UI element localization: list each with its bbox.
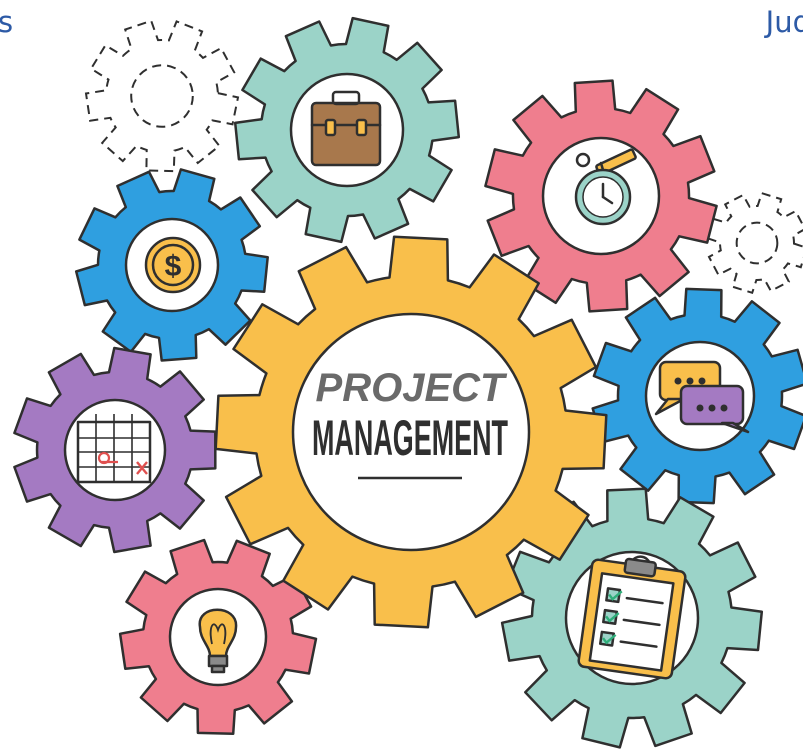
management-title: MANAGEMENT <box>312 410 508 466</box>
lightbulb-icon <box>198 608 238 674</box>
briefcase-icon <box>310 90 382 167</box>
header-right-text: Jud <box>765 5 803 39</box>
gear-hub <box>291 312 531 552</box>
gear-project-management <box>214 235 608 629</box>
chat-bubbles-icon <box>654 360 750 434</box>
calendar-icon <box>76 414 152 484</box>
dollar-coin-icon: $ <box>144 236 202 294</box>
stopwatch-icon <box>574 148 637 226</box>
project-title: PROJECT <box>316 366 508 410</box>
dashed-gear-right <box>705 191 803 295</box>
header-left-text: s <box>0 5 14 39</box>
dashed-gear-top-left <box>84 19 240 173</box>
clipboard-checklist-icon <box>577 555 687 680</box>
svg-text:$: $ <box>165 250 182 283</box>
